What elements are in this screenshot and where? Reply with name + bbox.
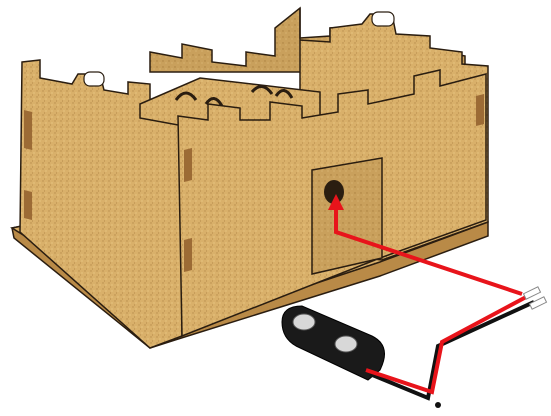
battery-clip (282, 306, 385, 380)
wires (366, 287, 547, 408)
